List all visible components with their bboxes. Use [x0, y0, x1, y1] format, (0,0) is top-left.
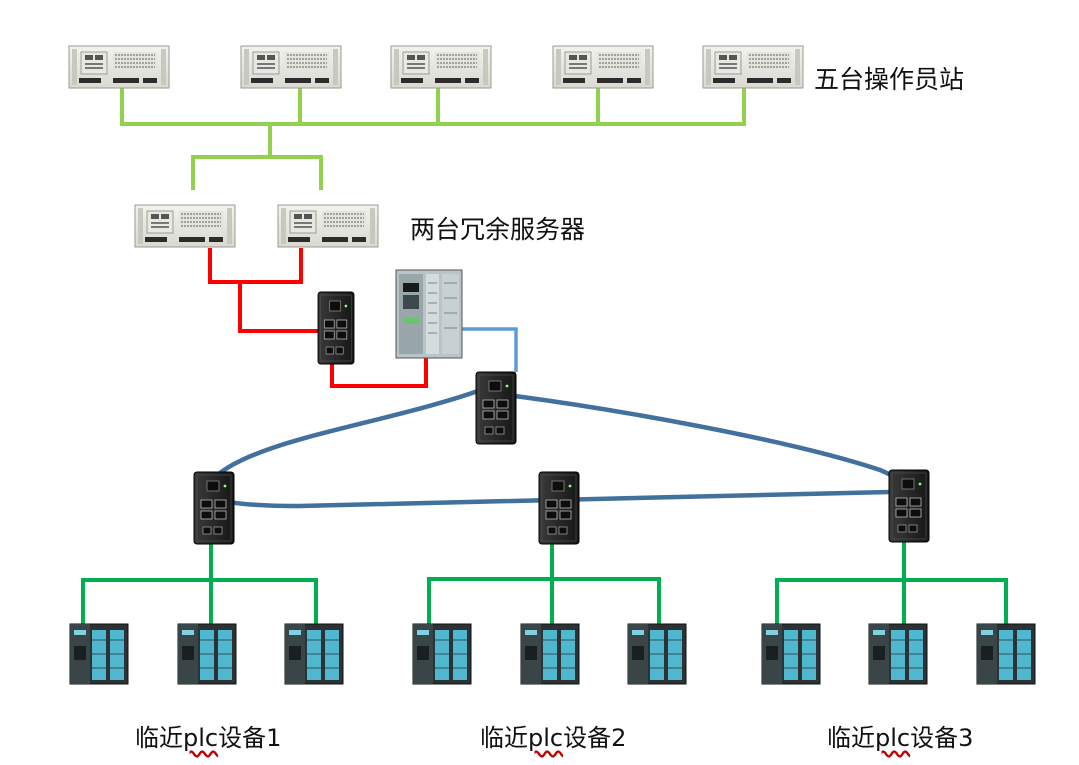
plc-module-icon [627, 623, 687, 685]
plc-group-2 [412, 623, 687, 685]
operator-stations-label: 五台操作员站 [814, 65, 965, 94]
server-2-icon [277, 204, 379, 248]
operator-station-4-icon [552, 45, 654, 89]
operator-network [120, 84, 746, 190]
plc-module-icon [520, 623, 580, 685]
plc-group-2-suffix: 设备2 [563, 724, 627, 752]
plc-group-3-suffix: 设备3 [910, 724, 974, 752]
field-network [81, 540, 1008, 624]
plc-module-icon [412, 623, 472, 685]
plc-module-icon [284, 623, 344, 685]
plc-group-1-label: 临近plc设备1 [135, 718, 281, 753]
operator-stations [68, 45, 804, 89]
server-links [208, 248, 428, 388]
plc-group-3 [761, 623, 1036, 685]
plc-group-1-plc: plc [183, 724, 219, 752]
plc-group-3-prefix: 临近 [827, 724, 875, 752]
ring-switch-1-icon [193, 471, 235, 545]
ring-network [204, 388, 901, 509]
plc-module-icon [761, 623, 821, 685]
operator-station-2-icon [240, 45, 342, 89]
plc-group-1-suffix: 设备1 [218, 724, 282, 752]
plc-group-1 [69, 623, 344, 685]
operator-station-5-icon [702, 45, 804, 89]
server-1-icon [134, 204, 236, 248]
plc-group-1-prefix: 临近 [135, 724, 183, 752]
operator-station-3-icon [390, 45, 492, 89]
plc-group-2-label: 临近plc设备2 [480, 718, 626, 753]
ring-switch-2-icon [538, 471, 580, 545]
plc-module-icon [177, 623, 237, 685]
plc-module-icon [976, 623, 1036, 685]
plc-group-3-plc: plc [875, 724, 911, 752]
plc-module-icon [69, 623, 129, 685]
ring-switch-3-icon [888, 469, 930, 543]
plc-cpu-icon [395, 269, 463, 359]
plc-group-2-prefix: 临近 [480, 724, 528, 752]
redundant-servers-label: 两台冗余服务器 [410, 215, 586, 244]
server-switch-icon [317, 291, 355, 365]
plc-group-2-plc: plc [528, 724, 564, 752]
plc-group-3-label: 临近plc设备3 [827, 718, 973, 753]
redundant-servers [134, 204, 379, 248]
plc-module-icon [868, 623, 928, 685]
ring-main-switch-icon [475, 371, 517, 445]
operator-station-1-icon [68, 45, 170, 89]
